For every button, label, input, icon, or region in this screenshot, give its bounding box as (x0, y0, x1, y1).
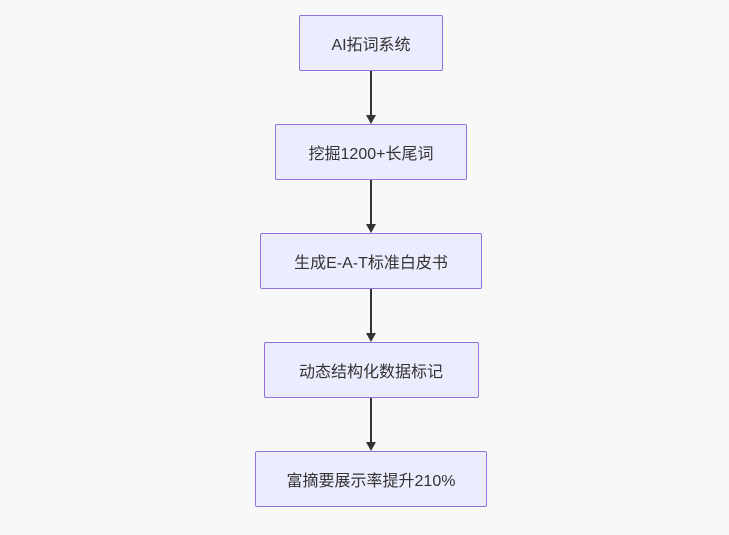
flowchart: AI拓词系统 挖掘1200+长尾词 生成E-A-T标准白皮书 动态结构化数据标记 (255, 15, 487, 507)
arrow-down-icon (366, 442, 376, 451)
node-label: 挖掘1200+长尾词 (308, 146, 434, 163)
edge-line (370, 289, 372, 333)
arrow-down-icon (366, 333, 376, 342)
arrow-down-icon (366, 224, 376, 233)
edge-line (370, 398, 372, 442)
flow-node-ai-expansion-system: AI拓词系统 (299, 15, 443, 71)
node-label: 生成E-A-T标准白皮书 (294, 255, 448, 272)
edge-line (370, 71, 372, 115)
flow-edge-3 (366, 289, 376, 342)
arrow-down-icon (366, 115, 376, 124)
flow-edge-1 (366, 71, 376, 124)
flow-edge-4 (366, 398, 376, 451)
node-label: 富摘要展示率提升210% (286, 473, 456, 490)
node-label: AI拓词系统 (331, 37, 411, 54)
flow-node-structured-data-markup: 动态结构化数据标记 (263, 342, 479, 398)
edge-line (370, 180, 372, 224)
node-label: 动态结构化数据标记 (298, 364, 443, 381)
flow-node-longtail-mining: 挖掘1200+长尾词 (275, 124, 467, 180)
flow-edge-2 (366, 180, 376, 233)
flow-node-rich-snippet-uplift: 富摘要展示率提升210% (255, 451, 487, 507)
flow-node-eat-whitepaper: 生成E-A-T标准白皮书 (260, 233, 482, 289)
